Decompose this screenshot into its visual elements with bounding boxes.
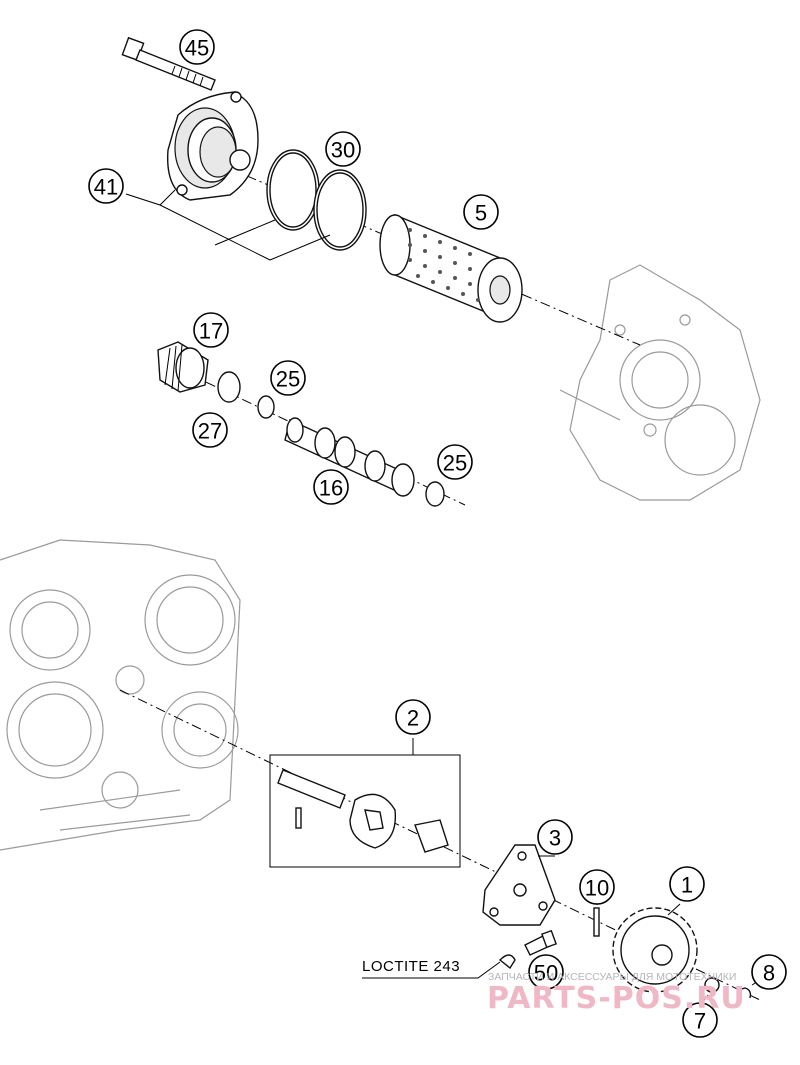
svg-text:1: 1: [681, 873, 693, 898]
callout-27: 27: [192, 412, 228, 448]
watermark-subtitle: ЗАПЧАСТИ И АКСЕССУАРЫ ДЛЯ МОТОТЕХНИКИ: [488, 971, 737, 983]
svg-text:5: 5: [475, 201, 487, 226]
callout-1: 1: [669, 866, 705, 902]
callout-8: 8: [751, 954, 787, 990]
svg-text:16: 16: [319, 476, 343, 501]
callout-30: 30: [325, 131, 361, 167]
loctite-label: LOCTITE 243: [362, 958, 461, 975]
part-5-filter-element: [379, 213, 523, 323]
svg-text:10: 10: [585, 876, 609, 901]
svg-text:3: 3: [549, 826, 561, 851]
part-27-o-ring: [217, 371, 241, 403]
part-1-gear: [612, 903, 698, 993]
part-7-leader: [701, 994, 709, 1004]
svg-text:25: 25: [276, 367, 300, 392]
svg-text:30: 30: [331, 138, 355, 163]
engine-case-ghost-top: [559, 264, 761, 501]
callout-5: 5: [463, 194, 499, 230]
svg-text:17: 17: [199, 319, 223, 344]
callout-25-lower: 25: [437, 444, 473, 480]
part-16-valve-piston: [284, 417, 415, 497]
part-3-pump-cover: [482, 844, 556, 926]
callout-25-upper: 25: [270, 360, 306, 396]
part-50-screw: [498, 929, 557, 970]
part-2-group-box: [269, 738, 461, 868]
svg-text:25: 25: [443, 451, 467, 476]
part-45-bolt: [121, 36, 216, 91]
part-25-o-ring-lower: [425, 481, 445, 507]
callout-3: 3: [537, 819, 573, 855]
svg-text:27: 27: [198, 419, 222, 444]
part-41-filter-cover: [166, 91, 259, 201]
part-17-screw-plug: [157, 341, 209, 393]
callout-41: 41: [88, 168, 124, 204]
part-25-o-ring-upper: [257, 395, 275, 419]
callout-2: 2: [395, 699, 431, 735]
part-8-circlip: [737, 987, 752, 1001]
watermark-logo: PARTS-POS.RU: [487, 981, 746, 1016]
loctite-leader: [362, 961, 501, 979]
callout-7: 7: [682, 1002, 718, 1038]
callout-45: 45: [179, 29, 215, 65]
callout-17: 17: [193, 312, 229, 348]
svg-text:7: 7: [694, 1009, 706, 1034]
svg-text:45: 45: [185, 36, 209, 61]
callout-10: 10: [579, 869, 615, 905]
svg-text:8: 8: [763, 961, 775, 986]
callout-50: 50: [528, 954, 564, 990]
svg-text:41: 41: [94, 175, 118, 200]
svg-text:50: 50: [534, 961, 558, 986]
part-41-leader-lines: [125, 189, 331, 261]
callout-16: 16: [313, 469, 349, 505]
svg-text:2: 2: [407, 706, 419, 731]
engine-case-ghost-bottom: [0, 539, 241, 851]
part-7-washer: [704, 977, 720, 993]
part-10-pin: [593, 907, 600, 937]
part-30-o-rings: [266, 149, 367, 251]
